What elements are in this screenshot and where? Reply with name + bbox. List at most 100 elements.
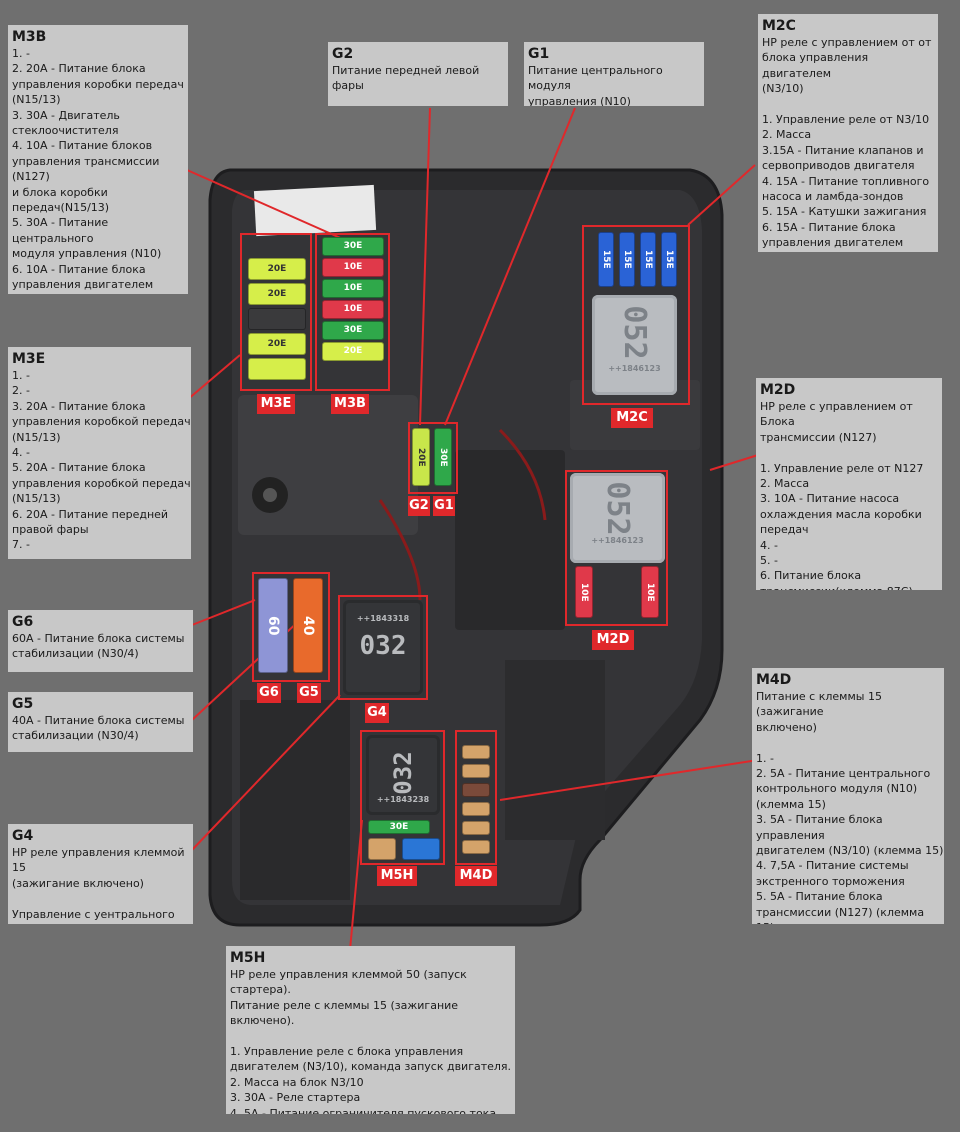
panel-line: 6. Питание блока <box>760 569 862 583</box>
panel-line: НР реле управления клеммой 15 <box>12 846 189 875</box>
tag-m2c: M2C <box>611 408 653 428</box>
panel-line: 1. - <box>12 47 30 60</box>
fuse-g2: 20E <box>412 428 430 486</box>
fuse-m4d-4 <box>462 802 490 816</box>
panel-line: 3. 30А - Двигатель <box>12 108 120 122</box>
fuse-m5h-tan <box>368 838 396 860</box>
panel-line: двигателем (N3/10) (клемма 15) <box>756 844 944 858</box>
m2c-outline <box>582 225 690 405</box>
fuse-m3b-2: 10E <box>322 258 384 277</box>
panel-line: Питание с клеммы 15 (зажигание <box>756 690 886 719</box>
panel-line: управления (N10) <box>528 94 631 106</box>
panel-line: контрольного модуля (N10) <box>756 782 918 796</box>
panel-m3b-title: M3B <box>12 29 47 45</box>
panel-g5-title: G5 <box>12 696 34 712</box>
panel-line: управления коробкой передач <box>12 476 191 490</box>
tag-m3e: M3E <box>257 394 295 414</box>
fuse-m2c-2: 15E <box>619 232 635 287</box>
panel-line: насоса и ламбда-зондов <box>762 190 904 204</box>
panel-line: (клемма 15) <box>756 797 826 811</box>
fuse-m3e-4: 20E <box>248 333 306 355</box>
relay-m2d-number: 052 <box>600 481 635 536</box>
panel-line: и блока коробки <box>12 185 108 199</box>
panel-m5h: M5H НР реле управления клеммой 50 (запус… <box>226 946 515 1114</box>
panel-g2-lines: Питание передней левой фары <box>332 63 508 94</box>
panel-line: 1. - <box>12 369 30 382</box>
panel-line: 4. 15А - Питание топливного <box>762 174 930 188</box>
panel-line: 3. 5А - Питание блока управления <box>756 813 887 842</box>
panel-line: НР реле с управлением от Блока <box>760 400 917 429</box>
wire <box>498 428 547 521</box>
panel-line: 5. - <box>760 554 778 568</box>
panel-line: 4. - <box>12 446 30 460</box>
panel-m2c-title: M2C <box>762 18 796 34</box>
panel-line: стабилизации (N30/4) <box>12 647 139 661</box>
bolt-center <box>263 488 277 502</box>
panel-line: Питание центрального модуля <box>528 64 667 93</box>
panel-line: 2. 5А - Питание центрального <box>756 767 931 781</box>
fuse-m5h: 30E <box>368 820 430 834</box>
relay-m2c-code: ++1846123 <box>608 364 661 373</box>
panel-line: (клемма 87М) <box>762 251 938 253</box>
relay-m5h-number: 032 <box>389 751 417 795</box>
panel-m3e-title: M3E <box>12 351 46 367</box>
tag-g5: G5 <box>297 683 321 703</box>
m5h-outline <box>360 730 445 865</box>
panel-line: трансмиссии (N127) <box>760 430 877 444</box>
panel-line: модуля управления (N10) <box>12 247 162 261</box>
tag-m5h: M5H <box>377 866 417 886</box>
panel-line: 1. Управление реле от N127 <box>760 461 924 475</box>
panel-line: 7. - <box>12 538 30 552</box>
panel-line: передач(N15/13) <box>12 201 110 215</box>
panel-line <box>760 445 942 460</box>
relay-m5h: 032 ++1843238 <box>366 735 440 815</box>
fuse-m2c-4: 15E <box>661 232 677 287</box>
fuse-m2c-1: 15E <box>598 232 614 287</box>
panel-line: 2. - <box>12 384 30 398</box>
g4-outline <box>338 595 428 700</box>
relay-m2c: 052 ++1846123 <box>592 295 677 395</box>
relay-m2d-code: ++1846123 <box>591 536 644 545</box>
panel-line: 3. 10А - Питание насоса <box>760 492 900 506</box>
panel-g4: G4 НР реле управления клеммой 15(зажиган… <box>8 824 193 924</box>
fuse-m3b-6: 20E <box>322 342 384 361</box>
fuse-m5h-blue <box>402 838 440 860</box>
panel-line: 2. Масса <box>762 128 812 142</box>
relay-g4-number: 032 <box>359 631 407 661</box>
panel-m5h-lines: НР реле управления клеммой 50 (запуск ст… <box>230 967 515 1114</box>
panel-line: (N3/10) <box>762 82 804 96</box>
panel-line: (зажигание включено) <box>12 876 144 890</box>
panel-line: 40А - Питание блока системы <box>12 714 185 727</box>
bracket-left <box>238 395 418 535</box>
fuse-m4d-3 <box>462 783 490 797</box>
tag-g4: G4 <box>365 703 389 723</box>
panel-g4-title: G4 <box>12 828 34 844</box>
fuse-m3e-3 <box>248 308 306 330</box>
fuse-m3b-1: 30E <box>322 237 384 256</box>
panel-line: 1. Управление реле с блока управления <box>230 1045 464 1059</box>
panel-line: Управление с уентрального <box>12 907 175 921</box>
panel-line: (N15/13) <box>12 430 61 444</box>
panel-line: охлаждения масла коробки <box>760 507 922 521</box>
panel-m4d-title: M4D <box>756 672 792 688</box>
lower-left-cavity <box>240 700 350 900</box>
fuse-m3b-4: 10E <box>322 300 384 319</box>
panel-line: передач <box>760 523 809 537</box>
tag-g1: G1 <box>433 496 455 516</box>
panel-line: 5. 5А - Питание блока <box>756 890 883 904</box>
fuse-m4d-6 <box>462 840 490 854</box>
panel-line: управления коробки передач <box>12 77 184 91</box>
panel-line: включено) <box>756 720 817 734</box>
panel-line: (N15/13) <box>12 93 61 107</box>
panel-line: 6. 15А - Питание блока <box>762 220 896 234</box>
